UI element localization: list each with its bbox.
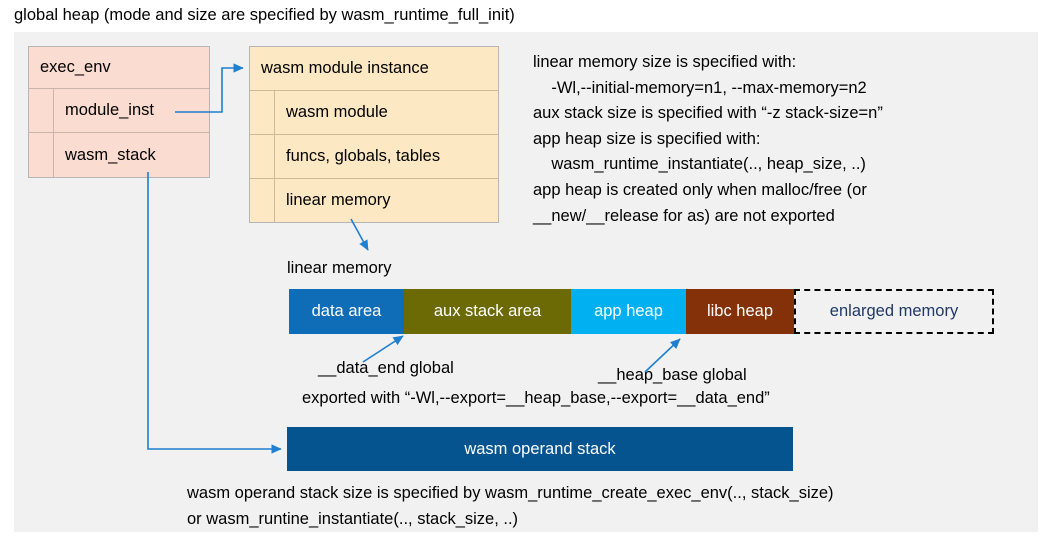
linear-memory-info-text: linear memory size is specified with: -W… — [533, 53, 883, 225]
annotation-exported-with: exported with “-Wl,--export=__heap_base,… — [302, 389, 770, 407]
row-indent-spacer — [29, 89, 54, 132]
module-instance-row-funcs-globals-tables: funcs, globals, tables — [250, 135, 498, 179]
row-indent-spacer — [250, 135, 275, 178]
memory-segment-libc-heap: libc heap — [686, 289, 794, 334]
memory-segment-enlarged-memory: enlarged memory — [794, 289, 994, 334]
row-indent-spacer — [250, 179, 275, 222]
linear-memory-row-label: linear memory — [286, 191, 391, 209]
linear-memory-caption: linear memory — [287, 259, 392, 277]
memory-segment-aux-stack-area: aux stack area — [404, 289, 571, 334]
wasm-operand-stack-bar: wasm operand stack — [287, 427, 793, 471]
exec-env-row-module-inst: module_inst — [29, 89, 209, 133]
row-indent-spacer — [29, 133, 54, 177]
annotation-heap-base: __heap_base global — [598, 366, 747, 384]
wasm-module-instance-box: wasm module instance wasm module funcs, … — [249, 46, 499, 223]
module-instance-row-linear-memory: linear memory — [250, 179, 498, 222]
page-title: global heap (mode and size are specified… — [14, 6, 515, 24]
memory-segment-app-heap: app heap — [571, 289, 686, 334]
operand-stack-note: wasm operand stack size is specified by … — [187, 484, 834, 528]
linear-memory-strip: data area aux stack area app heap libc h… — [289, 289, 994, 334]
exec-env-row-wasm-stack: wasm_stack — [29, 133, 209, 177]
exec-env-box: exec_env module_inst wasm_stack — [28, 46, 210, 178]
annotation-data-end: __data_end global — [318, 359, 454, 377]
funcs-globals-tables-label: funcs, globals, tables — [286, 147, 441, 165]
memory-segment-data-area: data area — [289, 289, 404, 334]
exec-env-title-label: exec_env — [40, 58, 111, 76]
wasm-stack-label: wasm_stack — [65, 145, 156, 164]
wasm-module-label: wasm module — [286, 103, 388, 121]
row-indent-spacer — [250, 91, 275, 134]
exec-env-row-title: exec_env — [29, 47, 209, 89]
module-instance-row-title: wasm module instance — [250, 47, 498, 91]
module-instance-row-wasm-module: wasm module — [250, 91, 498, 135]
module-instance-title-label: wasm module instance — [261, 59, 429, 77]
module-inst-label: module_inst — [65, 101, 154, 119]
